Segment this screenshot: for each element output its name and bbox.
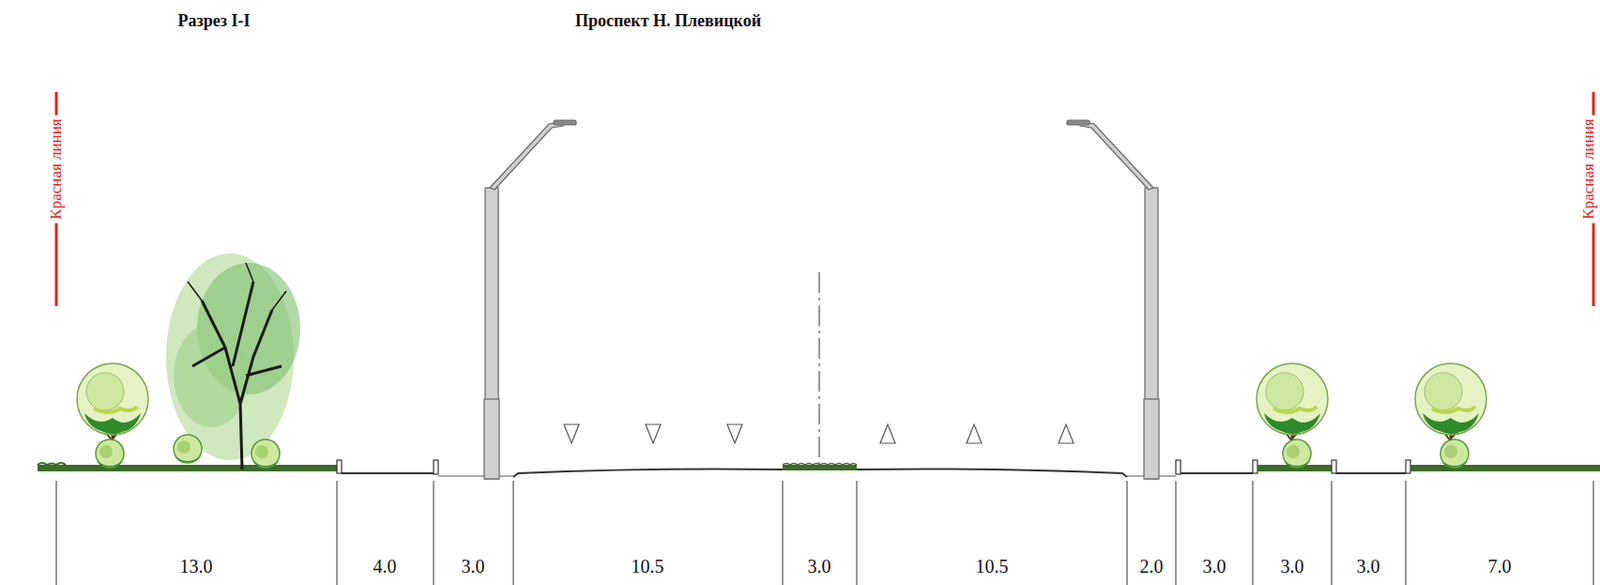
dimension: 3.0	[1203, 555, 1227, 578]
dimension: 10.5	[631, 555, 665, 578]
dimension: 3.0	[1356, 555, 1381, 578]
direction-marks	[563, 424, 1074, 443]
dimension: 3.0	[1280, 555, 1305, 578]
dimension: 7.0	[1488, 555, 1512, 578]
large-tree	[166, 253, 301, 470]
axis-line	[818, 272, 820, 470]
red-line-label: Красная линия	[46, 114, 66, 223]
street-lamp	[484, 120, 577, 479]
street-lamp	[1066, 120, 1159, 479]
dimension: 2.0	[1140, 555, 1164, 578]
dimension: 10.5	[975, 555, 1009, 578]
dimension: 3.0	[807, 555, 832, 578]
street-name: Проспект Н. Плевицкой	[575, 11, 762, 31]
red-line-label: Красная линия	[1579, 114, 1599, 223]
section-title: Разрез I-I	[178, 11, 251, 31]
dimension-ticks	[56, 480, 1594, 585]
dimension: 4.0	[373, 555, 397, 578]
dimension: 3.0	[461, 555, 486, 578]
dimension: 13.0	[180, 555, 214, 578]
